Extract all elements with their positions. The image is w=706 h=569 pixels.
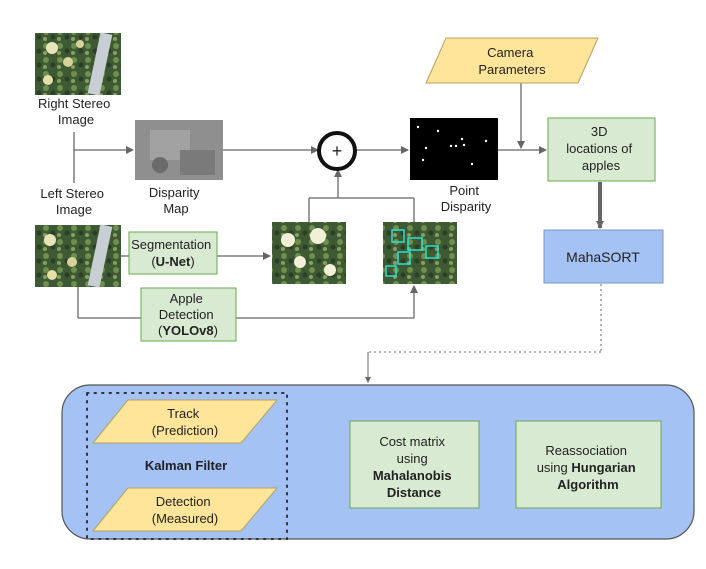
- left-stereo-image-photo: [35, 224, 121, 288]
- svg-text:Apple Detection (Y: Apple Detection (YOLOv8): [158, 291, 218, 338]
- disparity-map-photo: [135, 120, 223, 180]
- reassociation-node: Reassociation using Hungarian Algorithm: [515, 420, 662, 509]
- kalman-filter-group: [86, 392, 288, 540]
- dotted-connector: [365, 284, 602, 383]
- sum-node: +: [317, 131, 357, 171]
- svg-text:Detection (Measured): Detection (Measured): [152, 494, 218, 526]
- svg-text:3D locations of ap: 3D locations of apples: [566, 124, 635, 173]
- svg-text:Camera Parameters: Camera Parameters: [478, 45, 546, 77]
- point-disparity-photo: [410, 118, 498, 180]
- track-prediction-node: Track (Prediction): [91, 399, 279, 444]
- svg-text:Cost matrix using: Cost matrix using Mahalanobis Distance: [373, 434, 455, 500]
- disparity-map-label: Disparity Map: [149, 185, 203, 216]
- locations-3d-node: 3D locations of apples: [547, 117, 656, 182]
- right-stereo-label: Right Stereo Image: [38, 96, 114, 127]
- svg-text:Track (Prediction): Track (Prediction): [152, 406, 218, 438]
- left-stereo-label: Left Stereo Image: [40, 186, 107, 217]
- point-disparity-label: Point Disparity: [441, 183, 492, 214]
- mahasort-node: MahaSORT: [543, 229, 664, 284]
- detection-output-photo: [383, 222, 457, 284]
- camera-parameters-node: Camera Parameters: [425, 37, 599, 84]
- segmentation-node: Segmentation (U-Net): [128, 231, 218, 275]
- svg-text:Segmentation (U-Net): Segmentation (U-Net): [131, 237, 215, 269]
- detection-measured-node: Detection (Measured): [91, 487, 279, 532]
- segmentation-output-photo: [272, 222, 346, 284]
- right-stereo-image-photo: [35, 32, 121, 96]
- plus-symbol: +: [332, 141, 343, 161]
- cost-matrix-node: Cost matrix using Mahalanobis Distance: [349, 420, 480, 509]
- apple-detection-node: Apple Detection (YOLOv8): [140, 287, 237, 342]
- kalman-filter-label: Kalman Filter: [145, 458, 227, 473]
- svg-text:MahaSORT: MahaSORT: [566, 249, 640, 265]
- svg-text:Reassociation using Hung: Reassociation using Hungarian Algorithm: [537, 443, 640, 492]
